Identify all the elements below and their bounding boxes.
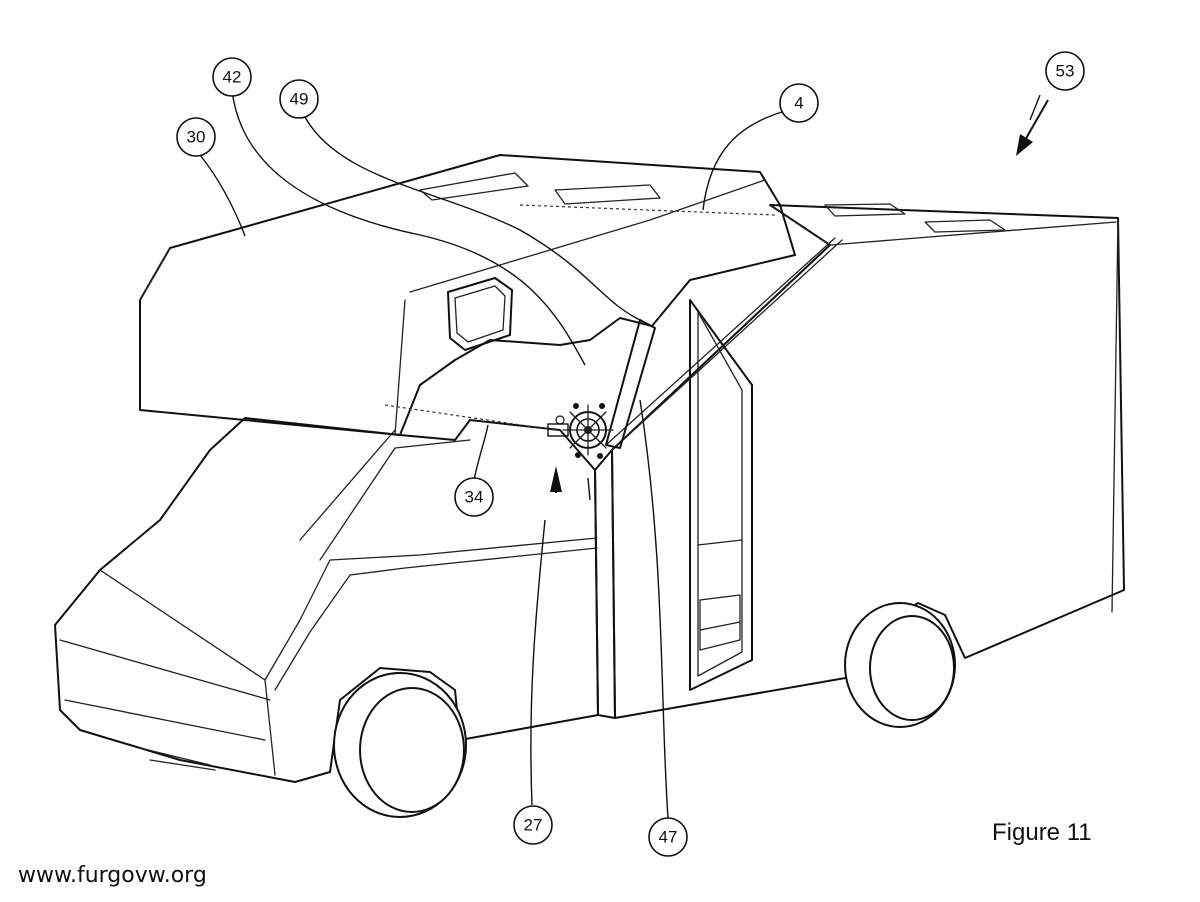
leader-lines [199, 89, 1041, 819]
svg-text:27: 27 [524, 816, 543, 835]
svg-text:49: 49 [290, 90, 309, 109]
figure-caption: Figure 11 [992, 819, 1092, 846]
callout-27: 27 [513, 805, 553, 845]
svg-text:4: 4 [794, 94, 803, 113]
svg-text:30: 30 [187, 128, 206, 147]
arrow-53-icon [1016, 99, 1049, 156]
arrow-27-icon [550, 466, 562, 493]
svg-text:47: 47 [659, 828, 678, 847]
watermark-text: www.furgovw.org [18, 863, 207, 888]
callout-34: 34 [454, 477, 494, 517]
svg-text:42: 42 [223, 68, 242, 87]
svg-text:53: 53 [1056, 62, 1075, 81]
callout-47: 47 [648, 817, 688, 857]
svg-text:34: 34 [465, 488, 484, 507]
callout-53: 53 [1045, 51, 1085, 91]
callout-30: 30 [176, 117, 216, 157]
callout-4: 4 [779, 83, 819, 123]
hinge-mechanism [547, 403, 614, 459]
front-wheel [333, 672, 467, 818]
callout-49: 49 [279, 79, 319, 119]
camper-van-body [54, 154, 1125, 783]
rear-wheel [844, 602, 956, 728]
callout-42: 42 [212, 57, 252, 97]
